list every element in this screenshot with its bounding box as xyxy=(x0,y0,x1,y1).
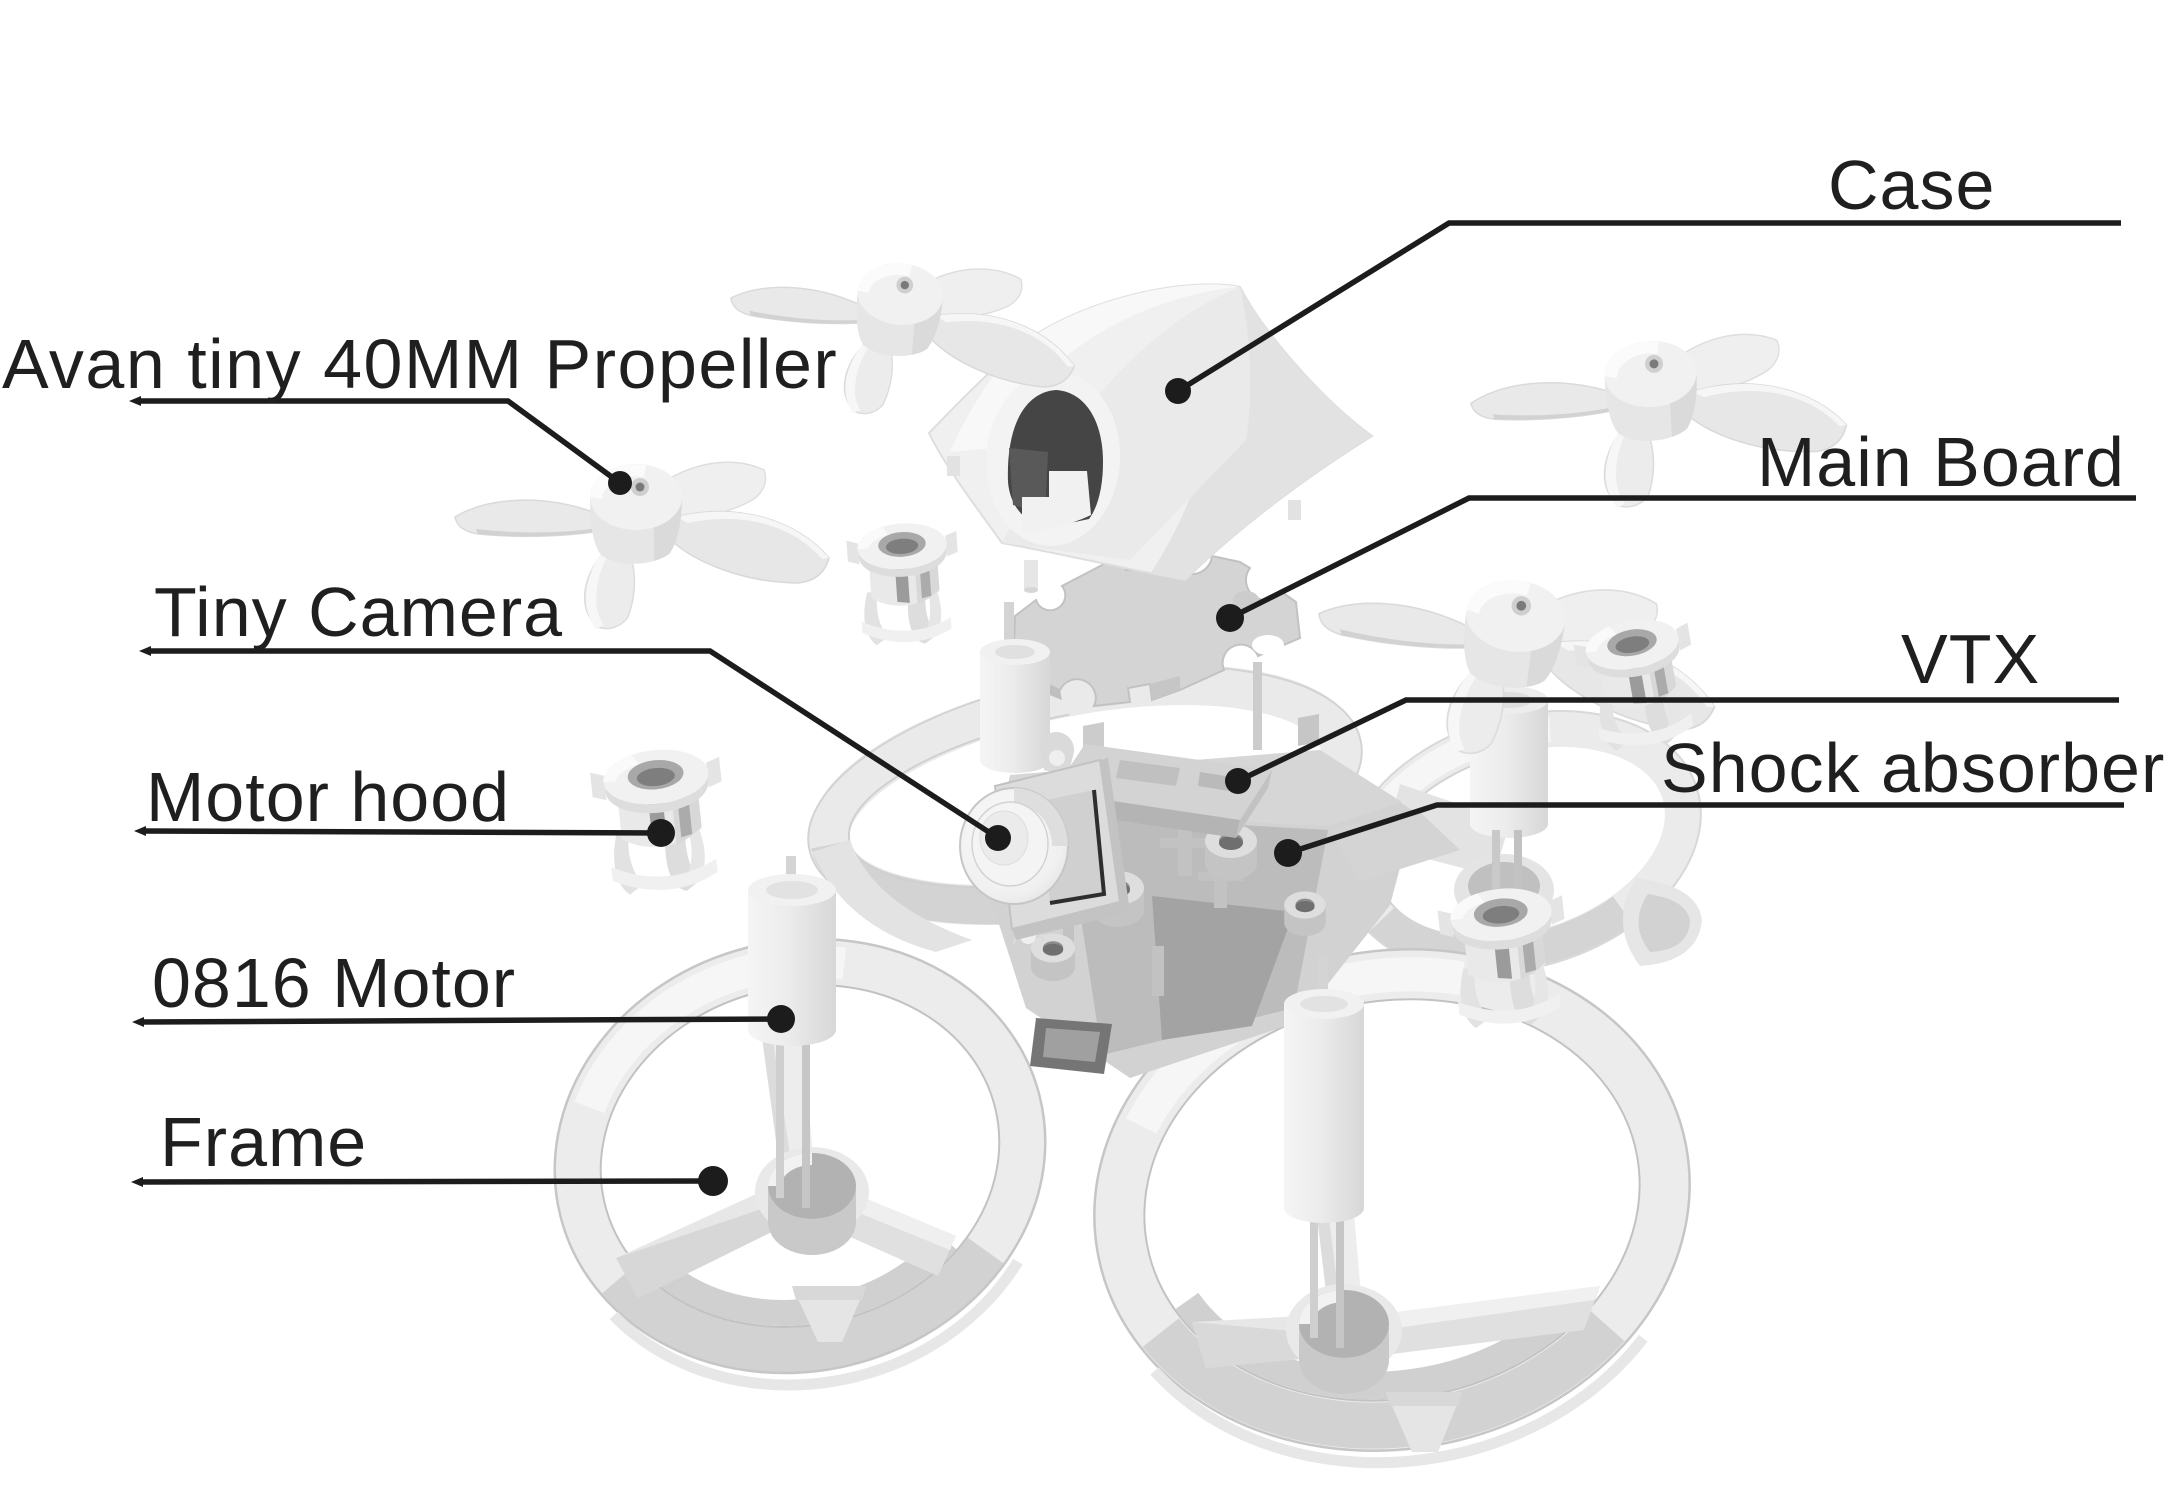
svg-text:0816 Motor: 0816 Motor xyxy=(152,944,516,1022)
svg-text:Case: Case xyxy=(1828,146,1995,224)
svg-text:Tiny Camera: Tiny Camera xyxy=(154,573,563,651)
svg-text:Frame: Frame xyxy=(160,1103,367,1181)
svg-text:Shock absorber: Shock absorber xyxy=(1661,729,2165,807)
svg-text:Main Board: Main Board xyxy=(1757,423,2125,501)
svg-text:Avan tiny 40MM Propeller: Avan tiny 40MM Propeller xyxy=(2,325,838,403)
svg-text:Motor hood: Motor hood xyxy=(146,758,510,836)
svg-text:VTX: VTX xyxy=(1901,620,2040,698)
